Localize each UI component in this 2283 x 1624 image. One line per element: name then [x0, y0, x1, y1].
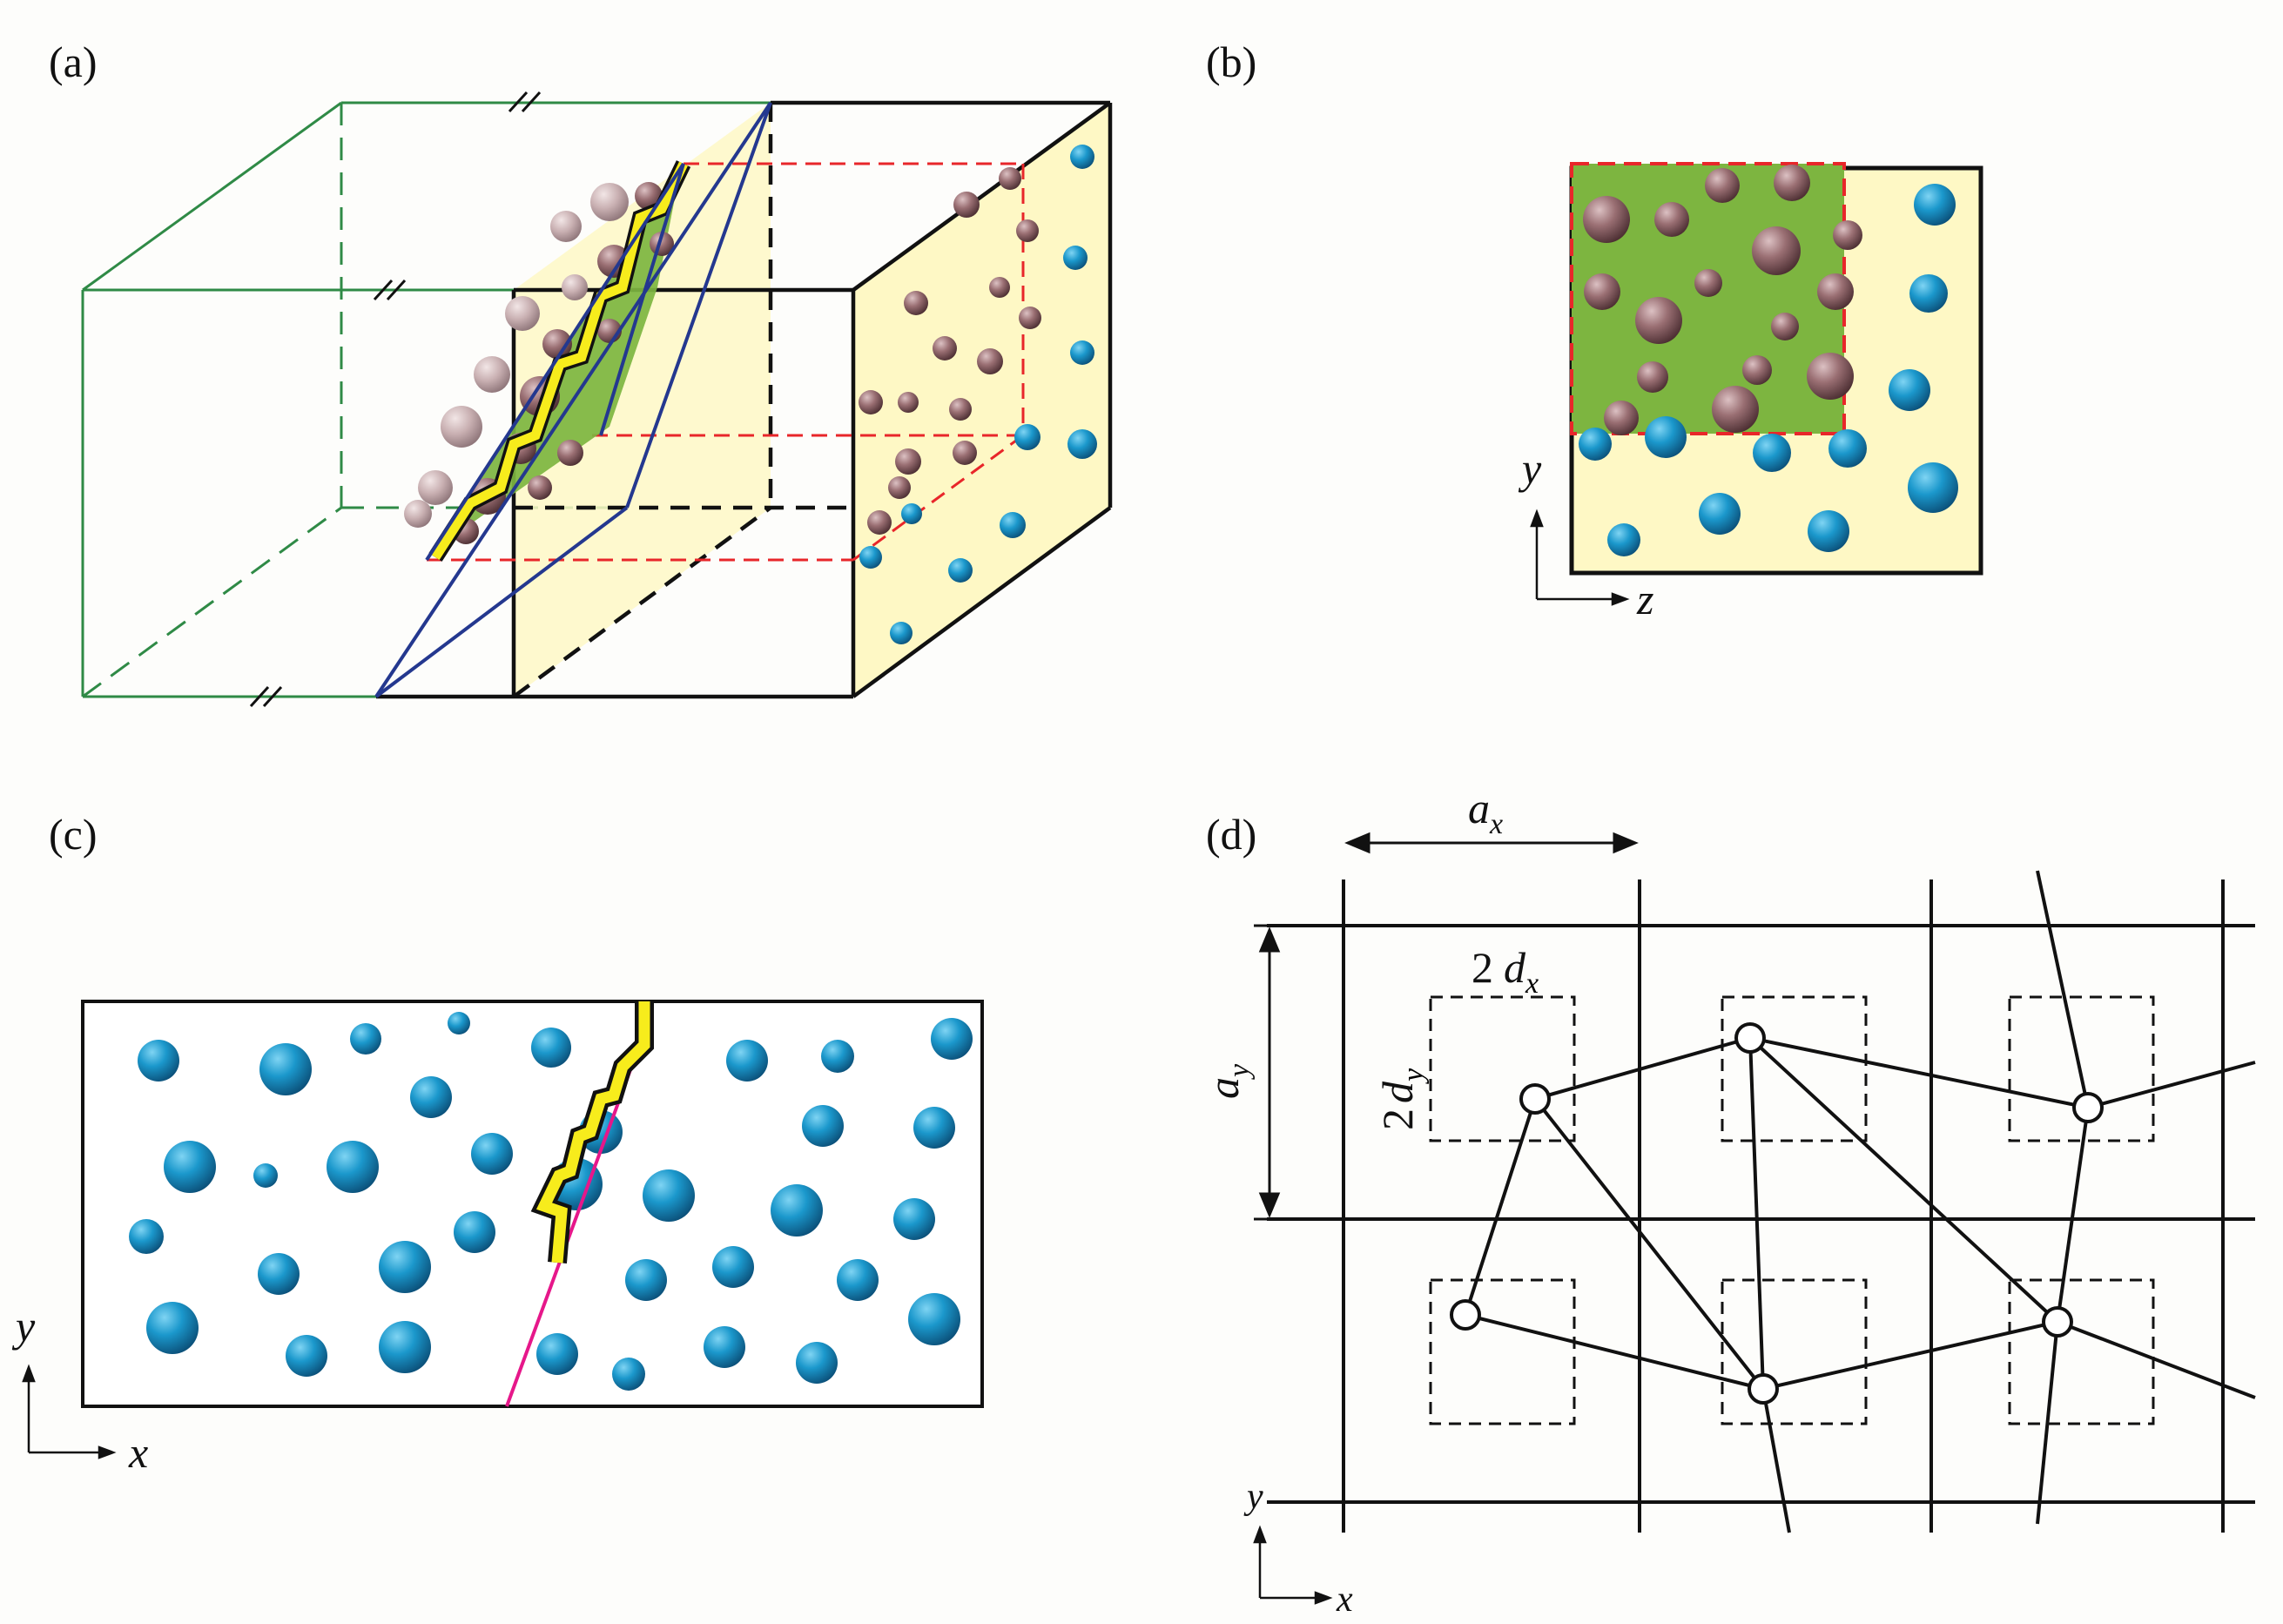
panel-b-label: (b): [1206, 37, 1256, 86]
panel-b: (b): [1206, 37, 1983, 623]
grid-lines: [1267, 879, 2255, 1533]
ax-label: ax: [1468, 784, 1503, 840]
panel-a-label: (a): [49, 37, 98, 86]
cross-section-particles: [1579, 165, 1958, 556]
dislocation-line: [428, 160, 691, 562]
axes-c: [22, 1364, 117, 1459]
axes-b: [1530, 509, 1630, 606]
ay-dimension-arrow: [1254, 924, 1287, 1221]
axis-break-marks: [249, 91, 542, 708]
ay-label: ay: [1199, 1063, 1256, 1099]
panel-d-label: (d): [1206, 810, 1256, 859]
axis-y-label-d: y: [1243, 1477, 1263, 1517]
axis-y-label-b: y: [1518, 444, 1542, 493]
network-bonds: [1464, 870, 2256, 1533]
panel-c-label: (c): [49, 810, 98, 859]
dy-label: 2dy: [1373, 1068, 1430, 1130]
axis-y-label-c: y: [11, 1302, 36, 1351]
red-guide-lines: [427, 162, 1025, 562]
panel-a: (a): [49, 37, 1113, 708]
axis-z-label-b: z: [1636, 575, 1653, 623]
right-face-particles: [859, 145, 1097, 644]
panel-c: (c): [11, 810, 984, 1477]
axis-x-label-d: x: [1336, 1580, 1353, 1620]
ax-dimension-arrow: [1344, 832, 1639, 854]
panel-d: (d): [1199, 784, 2256, 1620]
obstacle-windows: [1429, 995, 2155, 1425]
slip-region-face: [514, 103, 771, 697]
axes-d: [1253, 1525, 1333, 1605]
blue-outline: [374, 101, 772, 698]
network-nodes: [1450, 1022, 2104, 1405]
box-right-face: [853, 103, 1110, 697]
zigzag-dislocation-c: [530, 1001, 654, 1263]
slip-plane-obstacles: [129, 1012, 973, 1391]
axis-x-label-c: x: [128, 1428, 148, 1477]
